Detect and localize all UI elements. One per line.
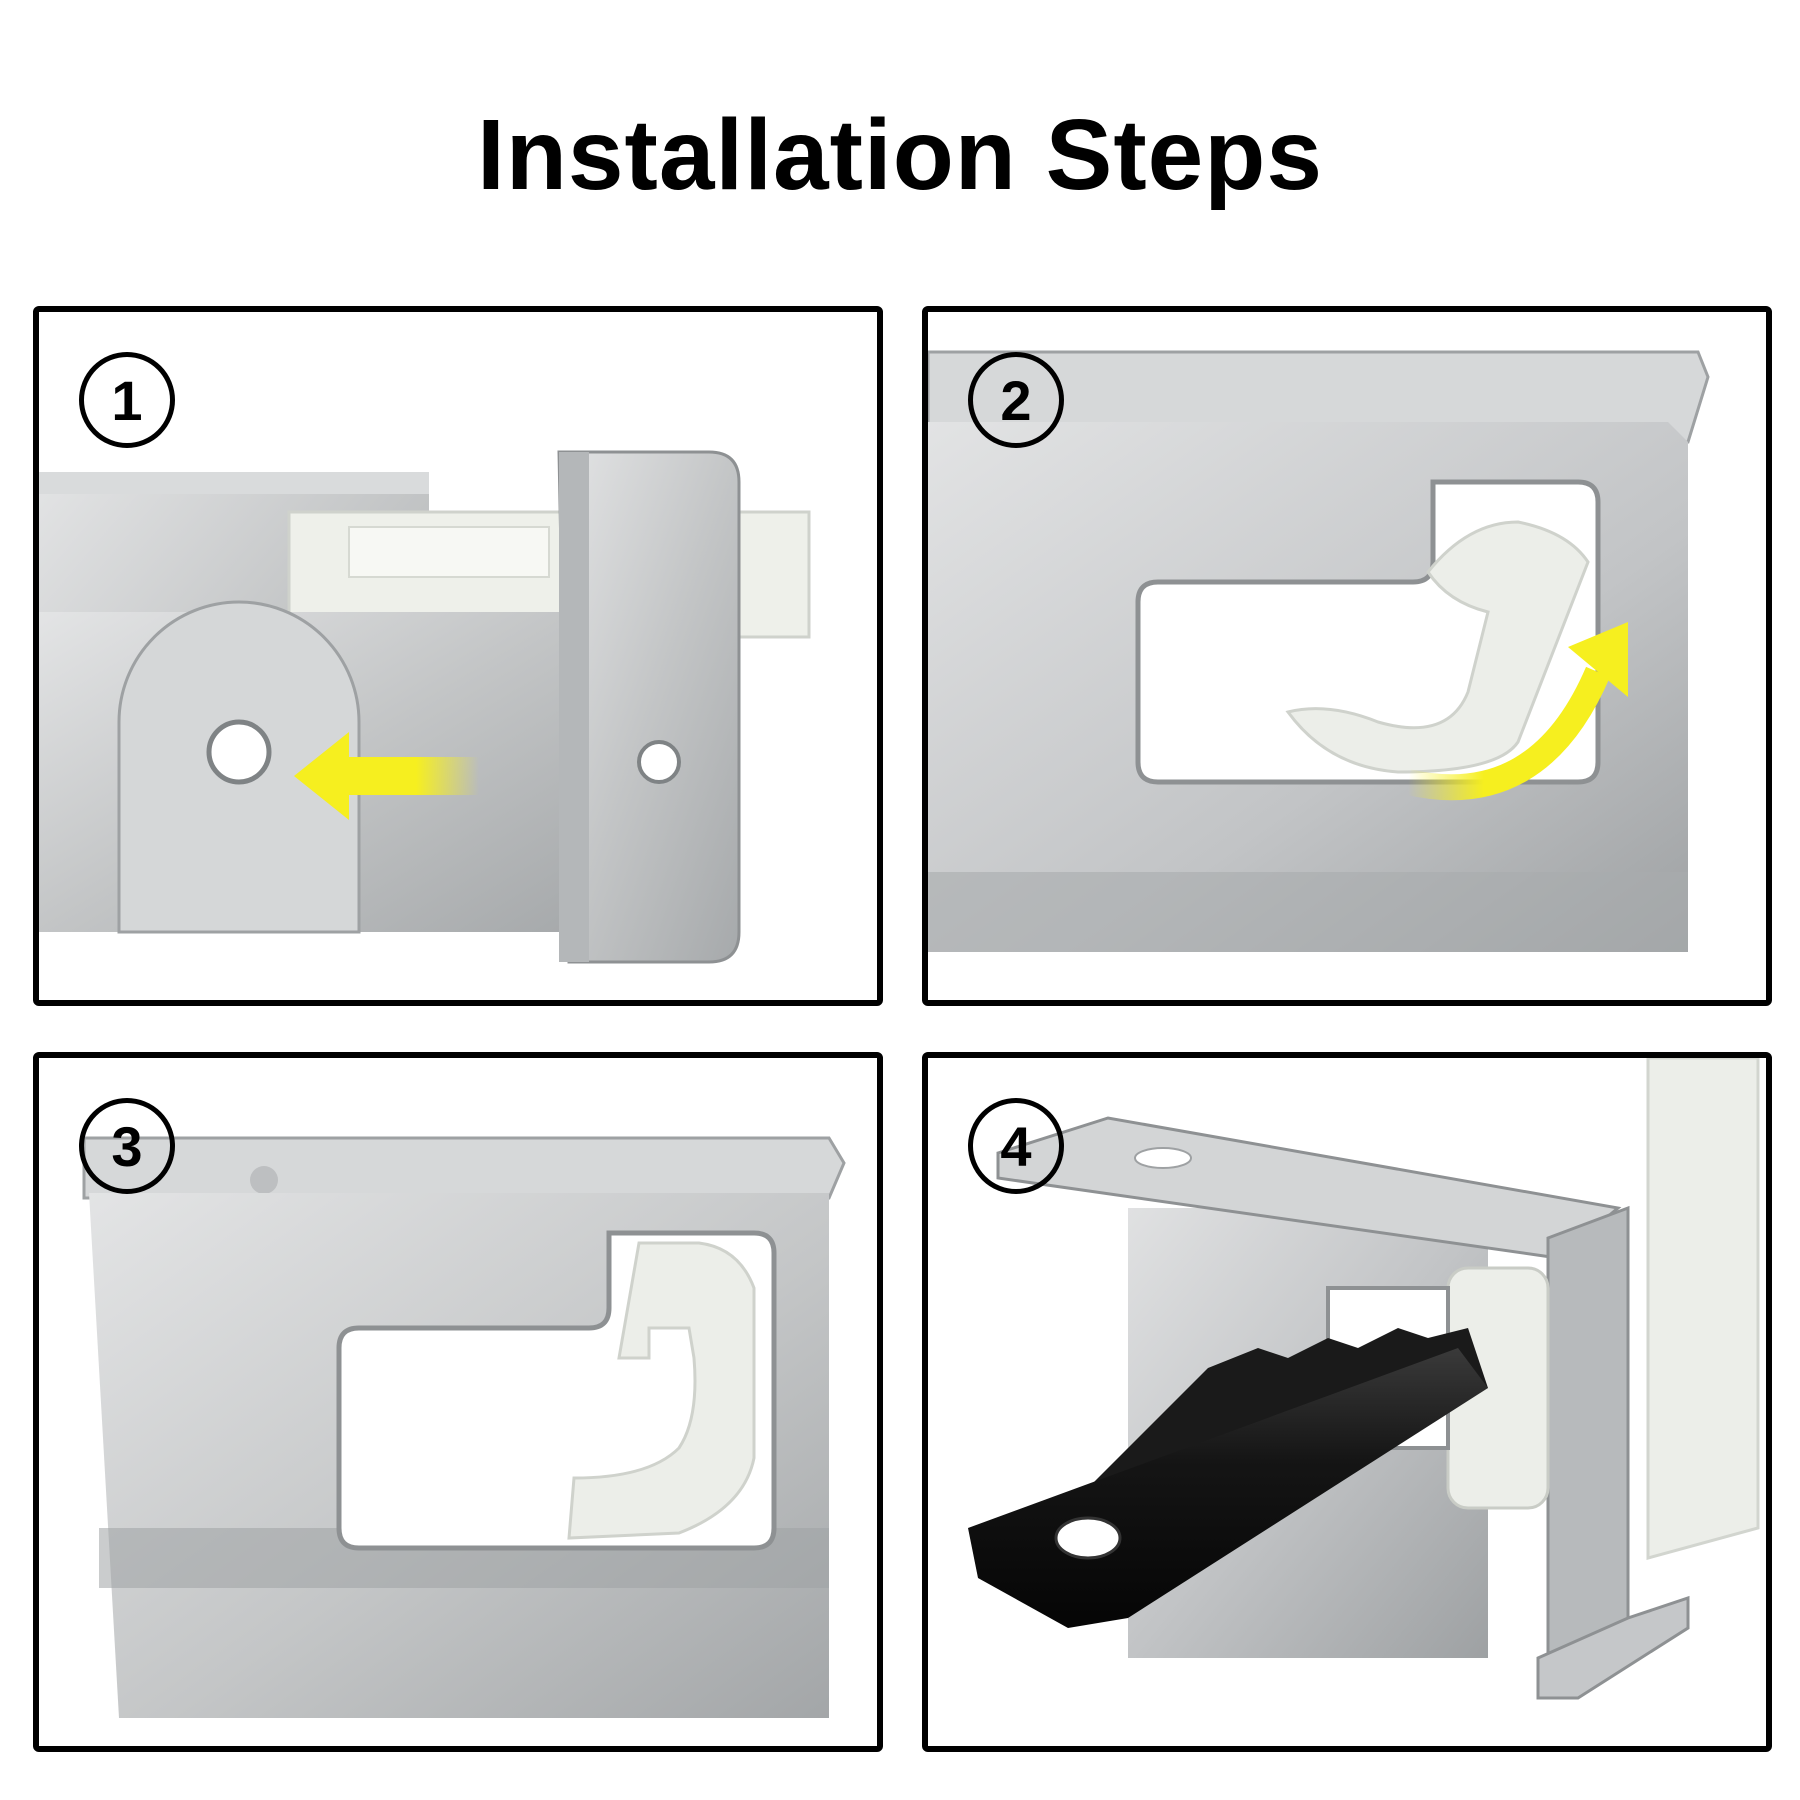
step-2-panel: 2 xyxy=(922,306,1772,1006)
black-rod-inserted-icon xyxy=(968,1328,1488,1628)
step-4-panel: 4 xyxy=(922,1052,1772,1752)
page-title: Installation Steps xyxy=(477,99,1323,211)
step-3-panel: 3 xyxy=(33,1052,883,1752)
step-1-illustration xyxy=(39,312,877,1000)
step-4-illustration xyxy=(928,1058,1766,1746)
step-4-number-badge: 4 xyxy=(968,1098,1064,1194)
step-3-number-badge: 3 xyxy=(79,1098,175,1194)
step-1-number-badge: 1 xyxy=(79,352,175,448)
yellow-left-arrow-icon xyxy=(294,732,479,820)
step-1-panel: 1 xyxy=(33,306,883,1006)
step-2-illustration xyxy=(928,312,1766,1000)
step-3-illustration xyxy=(39,1058,877,1746)
white-hook-in-slot-icon xyxy=(567,1241,756,1540)
yellow-curved-up-arrow-icon xyxy=(1405,622,1628,801)
step-2-number-badge: 2 xyxy=(968,352,1064,448)
